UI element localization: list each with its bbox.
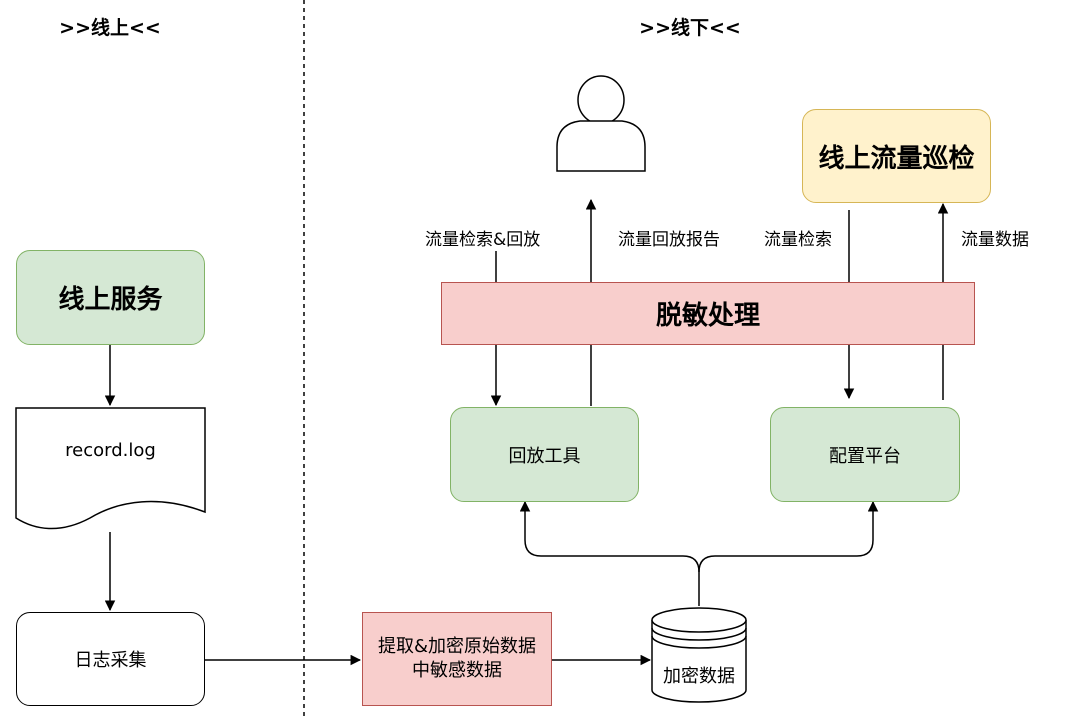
config-platform-node[interactable]: 配置平台 [770, 407, 960, 502]
record-log-label: record.log [65, 440, 156, 461]
desensitize-node[interactable]: 脱敏处理 [441, 282, 975, 345]
extract-encrypt-node[interactable]: 提取&加密原始数据中敏感数据 [362, 612, 552, 706]
label-traffic-search: 流量检索 [764, 229, 832, 251]
online-service-node[interactable]: 线上服务 [16, 250, 205, 345]
online-traffic-inspection-node[interactable]: 线上流量巡检 [802, 109, 991, 203]
replay-tool-node[interactable]: 回放工具 [450, 407, 639, 502]
brace-db-to-config [698, 500, 879, 573]
encrypted-data-label: 加密数据 [663, 666, 735, 687]
user-icon [556, 75, 646, 172]
label-traffic-data: 流量数据 [961, 229, 1029, 251]
online-heading: >>线上<< [59, 17, 161, 39]
log-collect-node[interactable]: 日志采集 [16, 612, 205, 706]
label-traffic-search-replay: 流量检索&回放 [425, 229, 541, 251]
offline-heading: >>线下<< [639, 17, 741, 39]
document-icon [15, 407, 206, 530]
brace-db-to-tools [519, 500, 700, 606]
database-icon [651, 607, 747, 703]
label-traffic-replay-report: 流量回放报告 [618, 229, 720, 251]
